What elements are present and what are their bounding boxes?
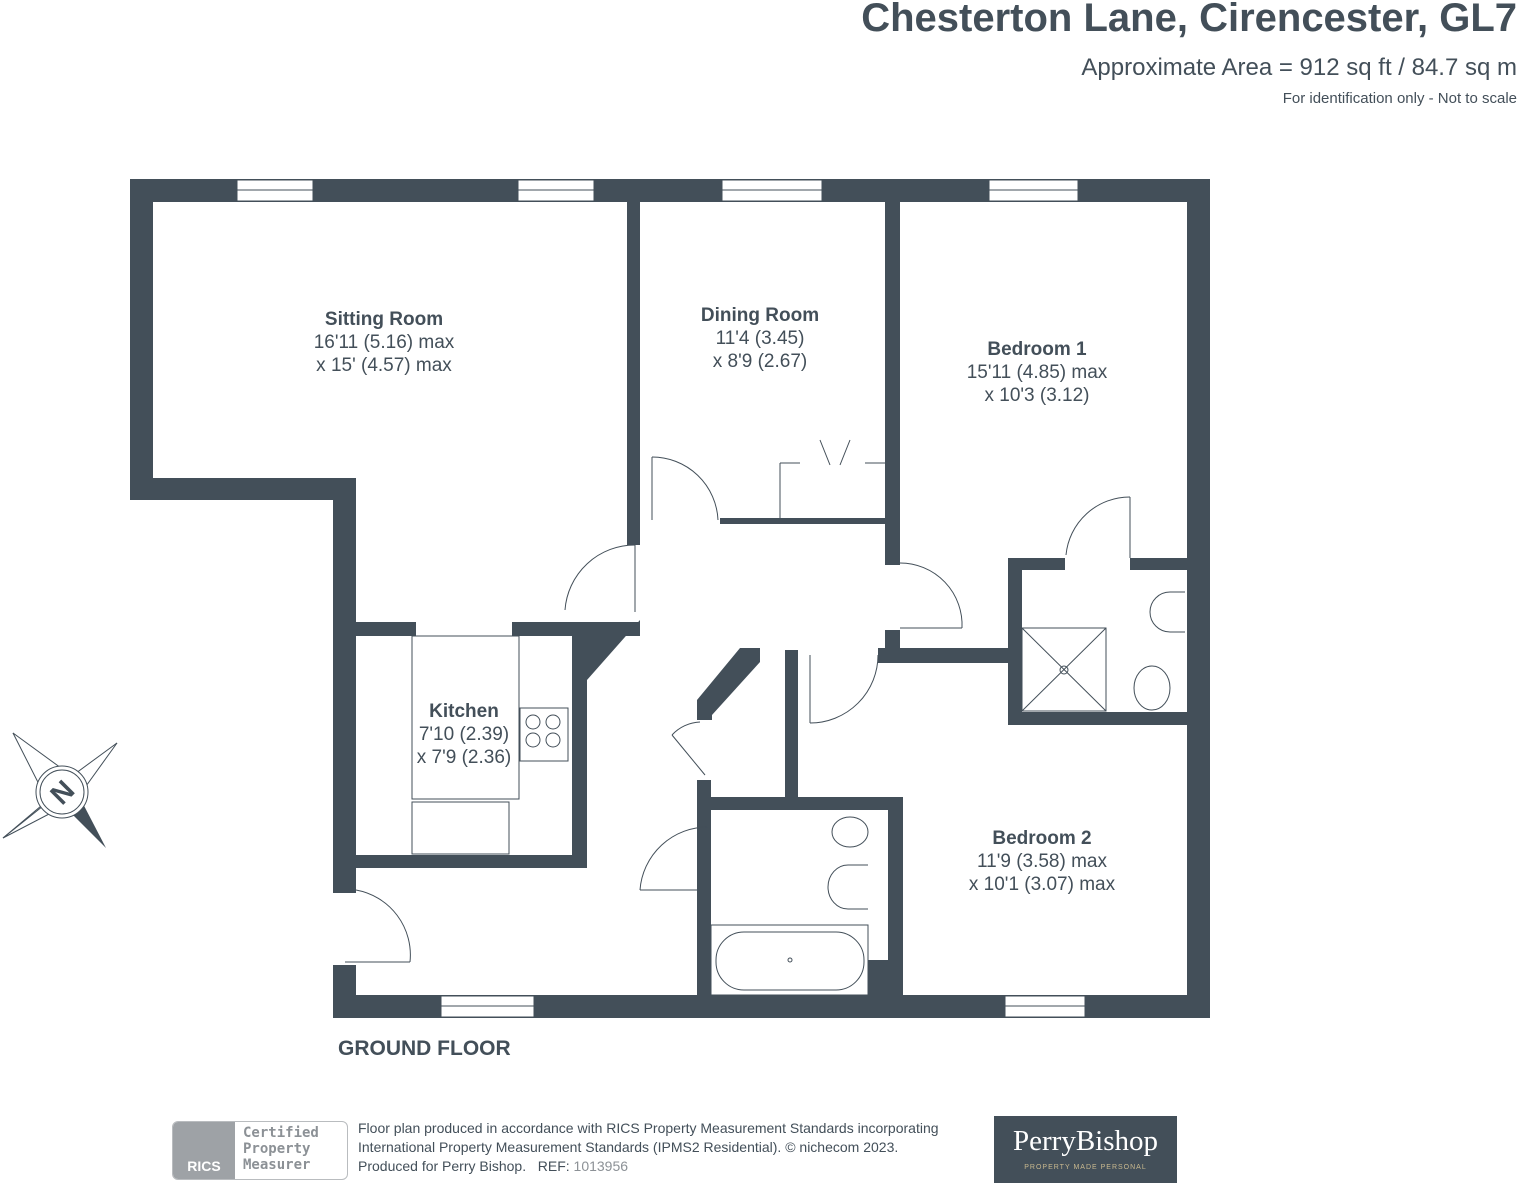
brand-name: PerryBishop — [1013, 1125, 1158, 1157]
room-name: Kitchen — [429, 701, 499, 722]
brand-tagline: PROPERTY MADE PERSONAL — [1024, 1164, 1147, 1171]
rics-badge: RICS Certified Property Measurer — [172, 1121, 348, 1180]
room-dim: x 10'1 (3.07) max — [968, 874, 1116, 895]
windows — [236, 179, 1086, 1018]
room-dim: x 10'3 (3.12) — [984, 385, 1090, 406]
room-kitchen: Kitchen 7'10 (2.39) x 7'9 (2.36) — [417, 700, 511, 769]
legal-line: Floor plan produced in accordance with R… — [358, 1120, 939, 1136]
property-title: Chesterton Lane, Cirencester, GL7 — [861, 0, 1517, 40]
room-dim: 16'11 (5.16) max — [313, 332, 455, 353]
room-dim: 11'9 (3.58) max — [976, 851, 1108, 872]
room-dim: x 15' (4.57) max — [316, 355, 452, 376]
legal-line: Produced for Perry Bishop. REF: — [358, 1158, 574, 1174]
room-bedroom-1: Bedroom 1 15'11 (4.85) max x 10'3 (3.12) — [967, 338, 1108, 407]
badge-line: Measurer — [243, 1157, 311, 1173]
compass: N — [2, 732, 118, 848]
room-dim: x 7'9 (2.36) — [416, 747, 512, 768]
room-dim: 7'10 (2.39) — [418, 724, 510, 745]
perry-bishop-logo: PerryBishop PROPERTY MADE PERSONAL — [994, 1116, 1177, 1183]
floor-label: GROUND FLOOR — [338, 1037, 511, 1060]
room-dim: 15'11 (4.85) max — [966, 362, 1108, 383]
room-name: Sitting Room — [324, 309, 444, 330]
room-dim: 11'4 (3.45) — [715, 328, 805, 349]
legal-text: Floor plan produced in accordance with R… — [358, 1119, 939, 1176]
door-swings — [345, 439, 1185, 996]
legal-line: International Property Measurement Stand… — [358, 1139, 899, 1155]
room-name: Bedroom 2 — [992, 828, 1092, 849]
room-dim: x 8'9 (2.67) — [712, 351, 808, 372]
badge-line: Property — [243, 1141, 311, 1157]
approximate-area: Approximate Area = 912 sq ft / 84.7 sq m — [1081, 54, 1517, 81]
room-name: Bedroom 1 — [987, 339, 1087, 360]
reference-number: 1013956 — [573, 1158, 629, 1174]
room-name: Dining Room — [700, 305, 820, 326]
scale-note: For identification only - Not to scale — [1282, 90, 1517, 107]
walls — [130, 179, 1210, 1018]
room-dining-room: Dining Room 11'4 (3.45) x 8'9 (2.67) — [701, 304, 819, 373]
room-bedroom-2: Bedroom 2 11'9 (3.58) max x 10'1 (3.07) … — [969, 827, 1115, 896]
badge-line: Certified — [243, 1125, 319, 1141]
room-sitting-room: Sitting Room 16'11 (5.16) max x 15' (4.5… — [314, 308, 455, 377]
rics-logo: RICS — [187, 1158, 221, 1174]
